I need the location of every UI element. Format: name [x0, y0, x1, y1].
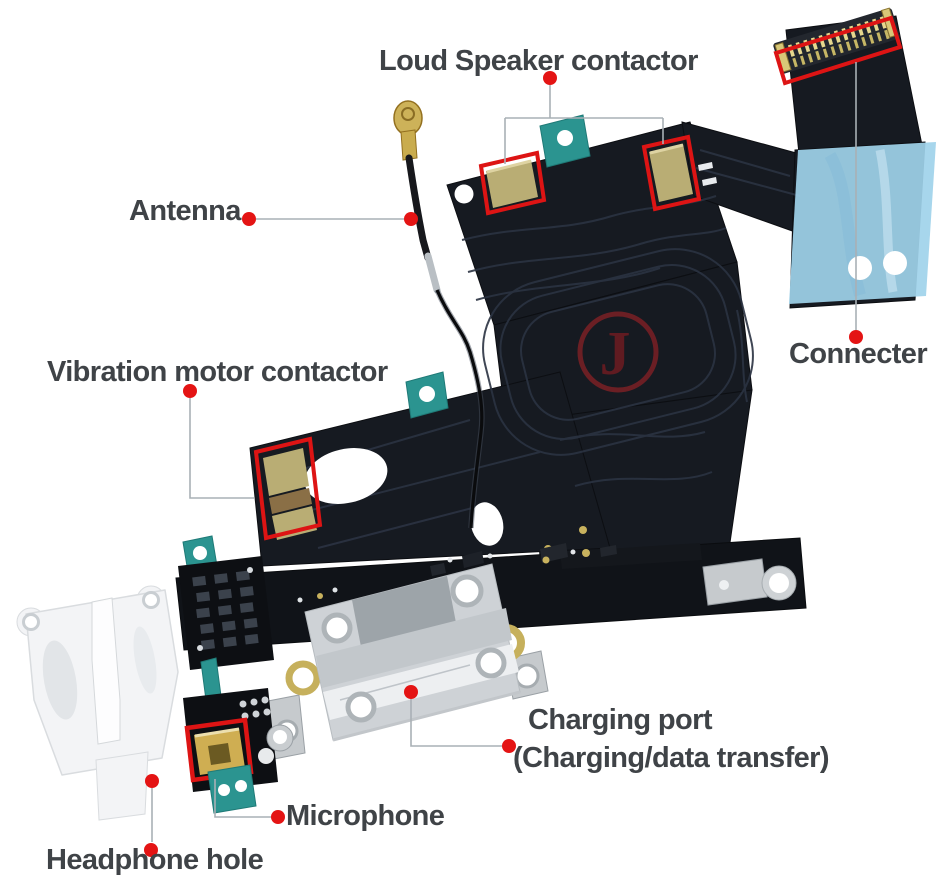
- label-loud-speaker-contactor: Loud Speaker contactor: [379, 45, 698, 77]
- vibration-contact-highlight-box: [253, 436, 323, 541]
- label-antenna: Antenna: [129, 195, 241, 227]
- board-connector: [773, 7, 903, 86]
- connector-pins: [787, 16, 887, 57]
- flex-cable-board: [249, 15, 926, 626]
- microphone-module: [183, 688, 294, 814]
- brand-watermark: J: [577, 311, 659, 393]
- charging-leader-line: [410, 699, 502, 747]
- loudspeaker-contacts: [478, 134, 702, 216]
- loudspeaker-leader-line: [504, 85, 664, 164]
- board-cutouts: [304, 162, 717, 546]
- vibration-motor-contacts: [253, 436, 323, 541]
- vibration-leader-line: [189, 398, 254, 499]
- blue-adhesive-film: [789, 142, 936, 304]
- label-charging-port: Charging port (Charging/data transfer): [513, 702, 830, 777]
- label-charging-port-line2: (Charging/data transfer): [513, 741, 830, 774]
- callout-lines: [151, 62, 857, 842]
- microphone-leader-line: [214, 779, 271, 818]
- antenna-cable: [393, 100, 485, 529]
- charging-port: [285, 563, 525, 742]
- headphone-jack: [16, 585, 179, 821]
- label-headphone-hole: Headphone hole: [46, 844, 264, 876]
- callout-dots: [144, 71, 863, 857]
- svg-text:J: J: [600, 320, 631, 388]
- loudspeaker-contact-right-highlight-box: [641, 134, 702, 212]
- label-connecter: Connecter: [789, 338, 928, 370]
- contact-grid-block: [178, 556, 274, 670]
- loudspeaker-contact-left-highlight-box: [478, 150, 547, 216]
- connector-highlight-box: [773, 15, 903, 86]
- label-vibration-motor-contactor: Vibration motor contactor: [47, 356, 388, 388]
- label-charging-port-line1: Charging port: [528, 704, 713, 736]
- circuit-traces: [271, 149, 801, 549]
- metal-bracket-right: [702, 558, 797, 606]
- label-microphone: Microphone: [286, 800, 445, 832]
